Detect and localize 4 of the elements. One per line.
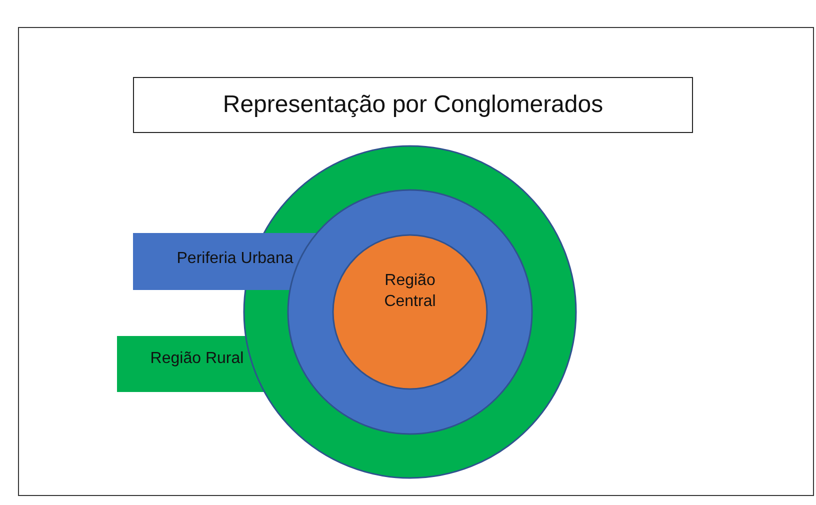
region-label: Região Rural <box>149 349 245 369</box>
title: Representação por Conglomerados <box>133 77 693 133</box>
region-label: Periferia Urbana <box>176 249 294 269</box>
region-label: Região Central <box>383 271 437 312</box>
